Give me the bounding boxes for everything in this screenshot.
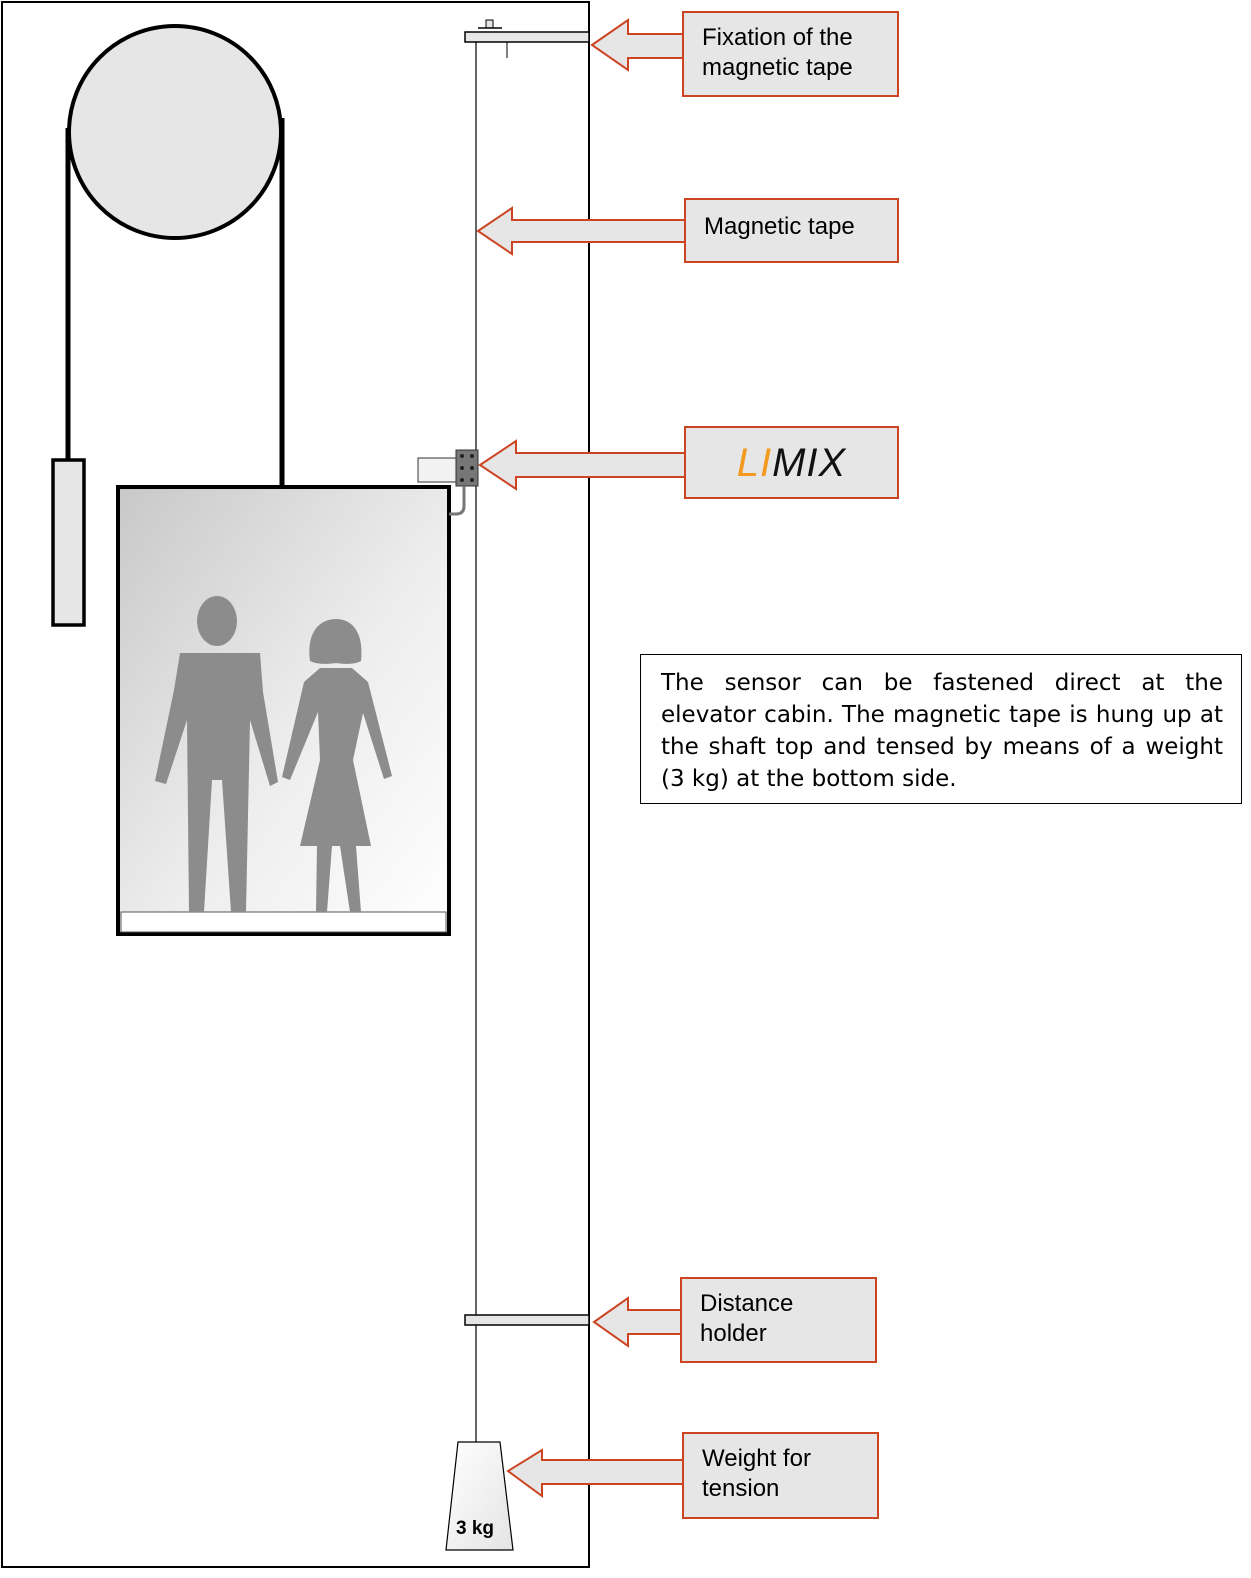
limix-sensor [417, 449, 479, 516]
weight-callout: Weight for tension [682, 1432, 879, 1519]
shaft-outline [1, 1, 590, 1568]
traction-sheave [67, 24, 283, 240]
arrow-to-limix [478, 439, 687, 491]
cabin-floor [120, 911, 447, 933]
fixation-callout: Fixation of the magnetic tape [682, 11, 899, 97]
fixation-bolt [485, 19, 494, 29]
limix-logo-suffix: MIX [772, 440, 847, 485]
fixation-bracket [464, 31, 590, 43]
distance-holder [464, 1314, 590, 1326]
fixation-callout-line2: magnetic tape [702, 54, 853, 81]
limix-logo-prefix: LI [736, 440, 773, 485]
weight-label: 3 kg [455, 1518, 495, 1539]
description-note: The sensor can be fastened direct at the… [640, 654, 1242, 804]
magnetic-tape-callout: Magnetic tape [684, 198, 899, 263]
limix-logo: LIMIX [737, 443, 846, 483]
arrow-to-weight [506, 1448, 685, 1498]
limix-callout: LIMIX [684, 426, 899, 499]
distance-holder-callout-line2: holder [700, 1320, 767, 1347]
arrow-to-magnetic-tape [476, 206, 687, 256]
weight-callout-line2: tension [702, 1475, 780, 1502]
magnetic-tape-callout-text: Magnetic tape [704, 213, 855, 240]
counterweight [51, 458, 86, 627]
distance-holder-callout: Distance holder [680, 1277, 877, 1363]
weight-callout-line1: Weight for [702, 1445, 811, 1472]
elevator-cabin [116, 485, 451, 936]
arrow-to-distance-holder [592, 1296, 683, 1348]
arrow-to-fixation [590, 18, 685, 72]
distance-holder-callout-line1: Distance [700, 1290, 794, 1317]
man-silhouette [155, 596, 278, 912]
fixation-callout-line1: Fixation of the [702, 24, 853, 51]
woman-silhouette [282, 619, 392, 912]
tension-weight [445, 1441, 514, 1551]
